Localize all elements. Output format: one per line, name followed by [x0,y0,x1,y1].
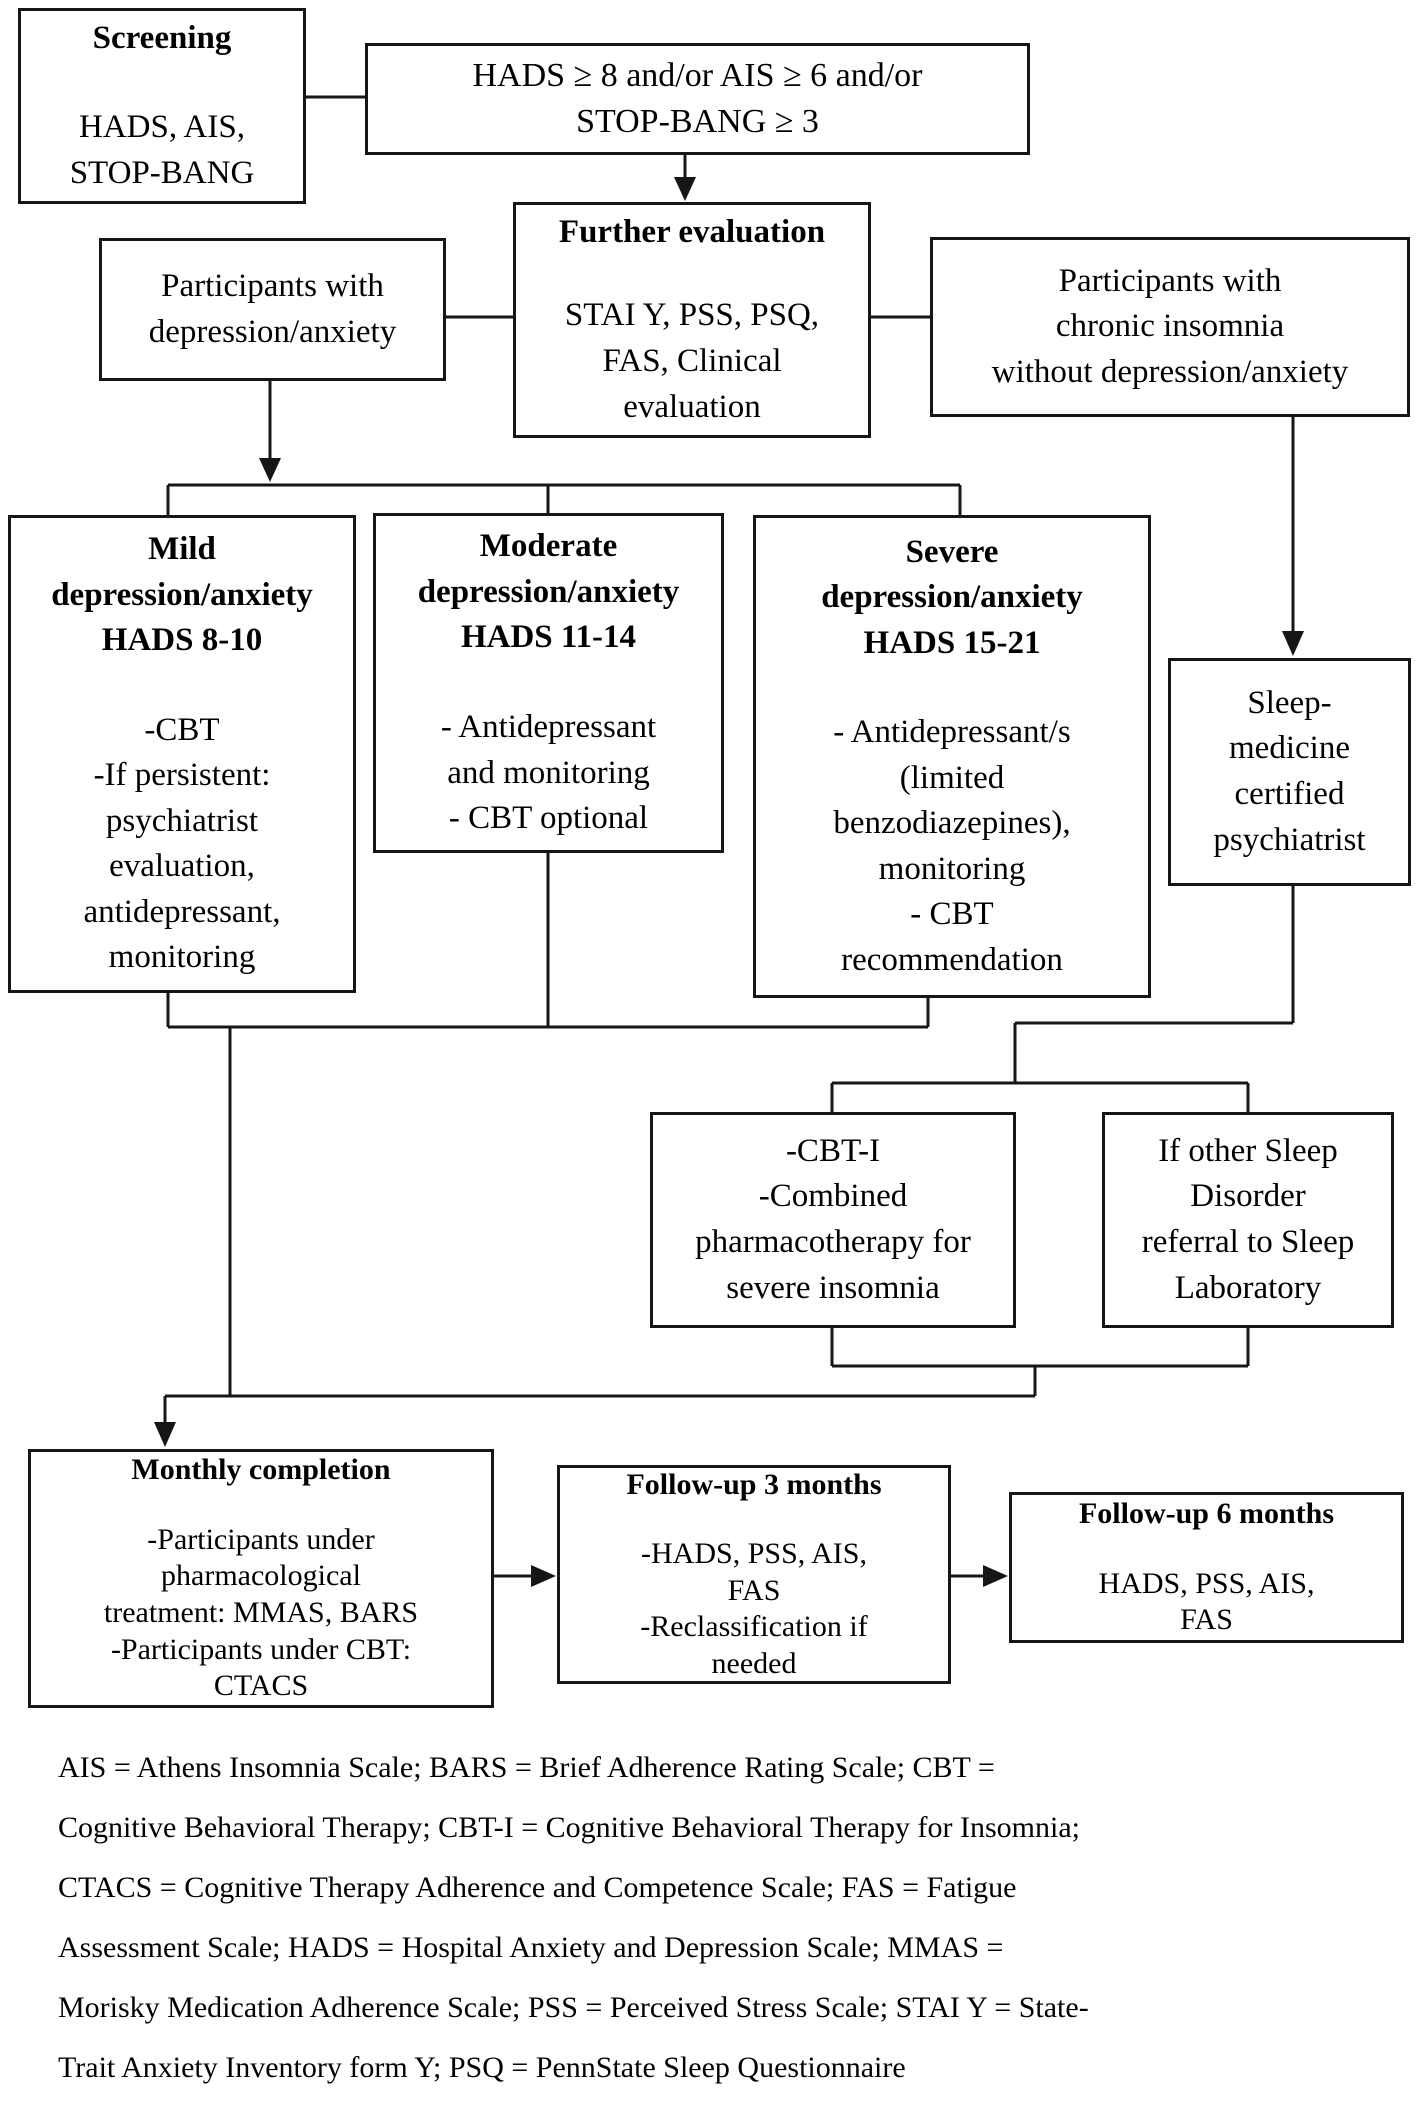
arrow-down-monthly [154,1422,176,1447]
arrow-down-furthereval [674,177,696,201]
cbt-i-box: -CBT-I -Combined pharmacotherapy for sev… [650,1112,1016,1328]
severe-depression-title: Severe depression/anxiety HADS 15-21 [821,533,1083,661]
participants-insomnia-box: Participants with chronic insomnia witho… [930,237,1410,417]
arrow-down-psychiatrist [1282,631,1304,656]
followup-3-months-title: Follow-up 3 months [626,1467,882,1501]
screening-body: HADS, AIS, STOP-BANG [69,109,255,191]
cbt-i-body: -CBT-I -Combined pharmacotherapy for sev… [695,1132,971,1306]
monthly-completion-body: -Participants under pharmacological trea… [103,1522,419,1703]
mild-depression-box: Mild depression/anxiety HADS 8-10 -CBT -… [8,515,356,993]
participants-insomnia-body: Participants with chronic insomnia witho… [991,262,1349,390]
followup-6-months-body: HADS, PSS, AIS, FAS [1098,1566,1315,1637]
followup-6-months-title: Follow-up 6 months [1078,1497,1335,1531]
sleep-psychiatrist-body: Sleep- medicine certified psychiatrist [1213,684,1366,858]
screening-box: Screening HADS, AIS, STOP-BANG [18,8,306,204]
criteria-box: HADS ≥ 8 and/or AIS ≥ 6 and/or STOP-BANG… [365,43,1030,155]
connector-merge-monthly [163,1394,1035,1423]
connector-insomnia-merge [830,1328,1250,1396]
participants-depression-box: Participants with depression/anxiety [99,238,446,381]
mild-depression-body: -CBT -If persistent: psychiatrist evalua… [83,711,281,976]
severe-depression-body: - Antidepressant/s (limited benzodiazepi… [833,714,1071,978]
sleep-lab-referral-body: If other Sleep Disorder referral to Slee… [1141,1132,1355,1306]
moderate-depression-box: Moderate depression/anxiety HADS 11-14 -… [373,513,724,853]
criteria-body: HADS ≥ 8 and/or AIS ≥ 6 and/or STOP-BANG… [472,56,923,140]
arrow-right-fu3 [531,1565,556,1587]
connector-psychiatrist-split [830,886,1295,1112]
moderate-depression-title: Moderate depression/anxiety HADS 11-14 [417,528,680,656]
further-evaluation-body: STAI Y, PSS, PSQ, FAS, Clinical evaluati… [564,297,820,425]
severe-depression-box: Severe depression/anxiety HADS 15-21 - A… [753,515,1151,998]
followup-3-months-box: Follow-up 3 months -HADS, PSS, AIS, FAS … [557,1465,951,1684]
arrow-right-fu6 [983,1565,1008,1587]
severity-top-rail [166,483,962,515]
sleep-lab-referral-box: If other Sleep Disorder referral to Slee… [1102,1112,1394,1328]
sleep-psychiatrist-box: Sleep- medicine certified psychiatrist [1168,658,1411,886]
further-evaluation-title: Further evaluation [558,213,826,250]
mild-depression-title: Mild depression/anxiety HADS 8-10 [51,531,313,659]
further-evaluation-box: Further evaluation STAI Y, PSS, PSQ, FAS… [513,202,871,438]
abbreviations-legend: AIS = Athens Insomnia Scale; BARS = Brie… [58,1751,1089,2084]
severity-bottom-rail [166,853,930,1029]
screening-title: Screening [92,19,232,56]
participants-depression-body: Participants with depression/anxiety [148,267,397,350]
followup-6-months-box: Follow-up 6 months HADS, PSS, AIS, FAS [1009,1492,1404,1643]
arrow-down-severity-rail [259,458,281,482]
followup-3-months-body: -HADS, PSS, AIS, FAS -Reclassification i… [640,1537,868,1680]
moderate-depression-body: - Antidepressant and monitoring - CBT op… [440,709,657,837]
monthly-completion-title: Monthly completion [131,1453,391,1487]
monthly-completion-box: Monthly completion -Participants under p… [28,1449,494,1708]
